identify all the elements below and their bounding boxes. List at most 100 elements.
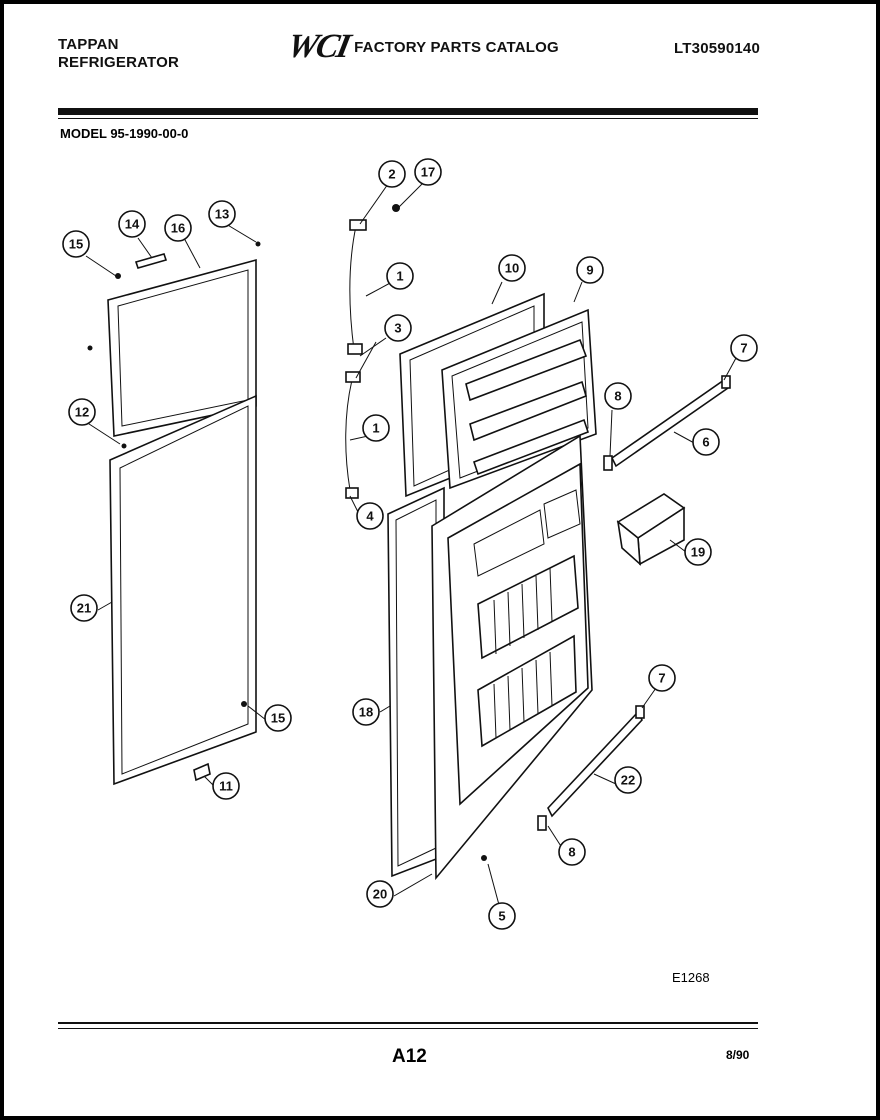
header-rule: [58, 108, 758, 115]
callout-circle: [362, 414, 390, 442]
callout-circle: [730, 334, 758, 362]
callout-label: 14: [125, 217, 140, 232]
callout-19: 19: [684, 538, 712, 566]
callout-label: 19: [691, 545, 705, 560]
callout-12: 12: [68, 398, 96, 426]
callout-21: 21: [70, 594, 98, 622]
door-shelf-bracket: [616, 493, 686, 566]
callout-circle: [488, 902, 516, 930]
callout-label: 1: [396, 269, 403, 284]
callout-label: 15: [69, 237, 83, 252]
brand-block: TAPPAN REFRIGERATOR: [58, 36, 179, 72]
callout-circle: [692, 428, 720, 456]
callout-circle: [62, 230, 90, 258]
callout-label: 3: [394, 321, 401, 336]
callout-circle: [212, 772, 240, 800]
callout-17: 17: [414, 158, 442, 186]
callout-6: 6: [692, 428, 720, 456]
callout-9: 9: [576, 256, 604, 284]
callout-15a: 15: [62, 230, 90, 258]
callout-circle: [684, 538, 712, 566]
callout-circle: [118, 210, 146, 238]
callout-circle: [604, 382, 632, 410]
callout-label: 8: [614, 389, 621, 404]
callout-label: 9: [586, 263, 593, 278]
door-shelf-rail-lower: [537, 705, 645, 831]
callout-label: 2: [388, 167, 395, 182]
callout-label: 12: [75, 405, 89, 420]
brand-name: TAPPAN: [58, 36, 119, 53]
callout-label: 7: [740, 341, 747, 356]
document-id: LT30590140: [674, 40, 760, 57]
callout-circle: [70, 594, 98, 622]
callout-label: 13: [215, 207, 229, 222]
callout-3: 3: [384, 314, 412, 342]
callout-circle: [352, 698, 380, 726]
callout-label: 1: [372, 421, 379, 436]
callout-circle: [208, 200, 236, 228]
callout-8a: 8: [604, 382, 632, 410]
catalog-header: WCI FACTORY PARTS CATALOG: [284, 28, 559, 66]
callout-13: 13: [208, 200, 236, 228]
catalog-title: FACTORY PARTS CATALOG: [354, 38, 559, 56]
callout-7b: 7: [648, 664, 676, 692]
leader-lines: [85, 181, 737, 917]
callout-1b: 1: [362, 414, 390, 442]
callout-16: 16: [164, 214, 192, 242]
footer-rule-thin: [58, 1028, 758, 1029]
callout-label: 17: [421, 165, 435, 180]
callout-label: 20: [373, 887, 387, 902]
callout-circle: [384, 314, 412, 342]
callout-5: 5: [488, 902, 516, 930]
door-hinge-parts: [345, 219, 367, 499]
revision-date: 8/90: [726, 1048, 750, 1062]
callout-circle: [68, 398, 96, 426]
callout-14: 14: [118, 210, 146, 238]
callout-7a: 7: [730, 334, 758, 362]
fresh-food-door-gasket: [109, 394, 257, 786]
callout-label: 18: [359, 705, 373, 720]
callout-15b: 15: [264, 704, 292, 732]
callout-label: 15: [271, 711, 285, 726]
callout-circle: [498, 254, 526, 282]
callout-1a: 1: [386, 262, 414, 290]
callout-4: 4: [356, 502, 384, 530]
callout-circle: [614, 766, 642, 794]
page-number: A12: [392, 1046, 427, 1067]
callout-circle: [264, 704, 292, 732]
footer-rule: [58, 1022, 758, 1024]
callout-20: 20: [366, 880, 394, 908]
callout-circle: [356, 502, 384, 530]
callout-label: 7: [658, 671, 665, 686]
callout-circle: [386, 262, 414, 290]
callout-label: 11: [219, 779, 233, 794]
product-type: REFRIGERATOR: [58, 54, 180, 71]
callout-label: 6: [702, 435, 709, 450]
fresh-food-door-liner: [431, 434, 593, 881]
callout-label: 8: [568, 845, 575, 860]
callout-2: 2: [378, 160, 406, 188]
callout-circle: [366, 880, 394, 908]
callout-label: 5: [498, 909, 505, 924]
header-rule-thin: [58, 118, 758, 119]
freezer-door-liner: [441, 308, 597, 490]
callout-circle: [378, 160, 406, 188]
callout-22: 22: [614, 766, 642, 794]
exploded-parts-diagram: [85, 181, 737, 917]
door-shelf-rail-upper: [603, 375, 731, 471]
callout-label: 4: [366, 509, 374, 524]
callout-8b: 8: [558, 838, 586, 866]
callout-label: 16: [171, 221, 185, 236]
callout-circle: [558, 838, 586, 866]
figure-code: E1268: [672, 970, 710, 985]
callout-11: 11: [212, 772, 240, 800]
model-label: MODEL 95-1990-00-0: [60, 126, 189, 141]
callout-circle: [164, 214, 192, 242]
callout-18: 18: [352, 698, 380, 726]
trim-strip: [134, 253, 168, 269]
callout-label: 21: [77, 601, 91, 616]
callout-label: 22: [621, 773, 635, 788]
callout-10: 10: [498, 254, 526, 282]
callout-label: 10: [505, 261, 519, 276]
